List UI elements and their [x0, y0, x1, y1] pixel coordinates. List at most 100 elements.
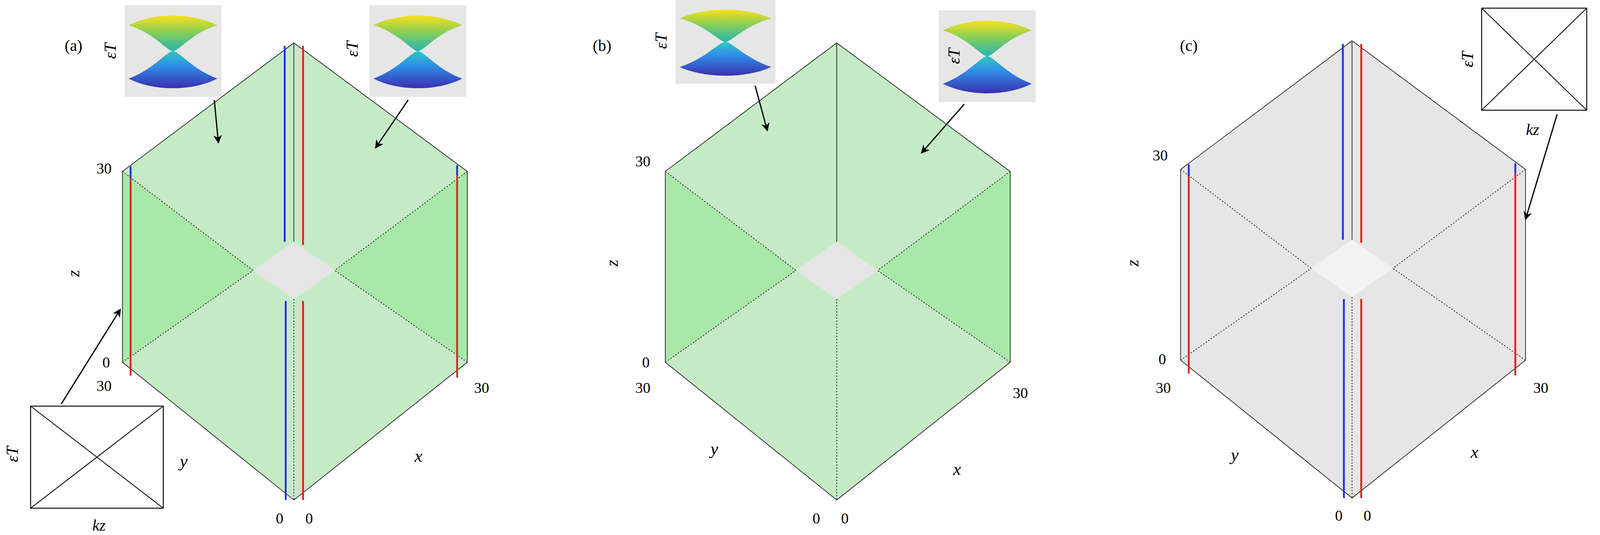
- edge-state-line: [1514, 173, 1517, 376]
- upper-band: [373, 15, 463, 51]
- hidden-edge: [122, 171, 254, 271]
- hidden-edge: [1180, 169, 1312, 269]
- edge-state-line: [129, 166, 132, 179]
- cube-edge: [665, 362, 838, 500]
- band-inset: [938, 10, 1037, 103]
- cube-edge: [665, 171, 666, 363]
- hidden-edge: [1180, 268, 1312, 361]
- cube: [122, 42, 468, 500]
- cube-edge: [1180, 360, 1353, 498]
- axis-label: x: [1470, 443, 1479, 461]
- cube-edge: [836, 362, 1011, 500]
- leader-arrow: [1525, 114, 1558, 220]
- edge-state-line: [283, 45, 286, 242]
- cube-face: [1352, 268, 1526, 498]
- edge-state-line: [302, 45, 305, 245]
- edge-state-line: [1187, 176, 1190, 374]
- cube-edge: [293, 42, 295, 242]
- crossing-inset: [1481, 8, 1587, 111]
- cube-face: [253, 241, 335, 300]
- cube-edge: [1180, 40, 1353, 170]
- leader-arrow: [214, 99, 219, 143]
- tick-label: 0: [1158, 351, 1167, 367]
- hidden-edge: [1393, 268, 1526, 361]
- axis-label: εT: [652, 33, 670, 49]
- cube-face: [293, 270, 468, 500]
- tick-label: 30: [96, 160, 112, 176]
- upper-band: [679, 9, 772, 42]
- cube-edge: [836, 42, 838, 242]
- dispersion-line: [1481, 8, 1587, 111]
- axis-label: y: [1230, 446, 1239, 464]
- leader-arrow: [921, 103, 965, 153]
- hidden-edge: [877, 171, 1011, 271]
- cube-edge: [1525, 169, 1526, 361]
- hidden-edge: [334, 270, 468, 363]
- tick-label: 0: [641, 354, 650, 370]
- edge-state-line: [284, 300, 287, 500]
- edge-state-line: [302, 300, 305, 500]
- leader-arrow: [375, 99, 408, 148]
- edge-state-line: [456, 175, 459, 378]
- cube-edge: [1352, 360, 1526, 498]
- axis-label: εT: [945, 48, 963, 65]
- inset-frame: [1481, 8, 1587, 111]
- tick-label: 30: [1533, 380, 1549, 396]
- inset-frame: [30, 405, 164, 508]
- edge-state-line: [1187, 164, 1190, 177]
- axis-label: εT: [1459, 51, 1476, 68]
- edge-state-line: [1342, 43, 1345, 240]
- axis-label: x: [414, 447, 423, 465]
- axis-label: y: [179, 452, 188, 471]
- lower-band: [373, 50, 463, 88]
- edge-state-line: [456, 165, 459, 176]
- dispersion-line: [1481, 8, 1587, 111]
- edge-state-line: [1342, 298, 1345, 498]
- hidden-edge: [1393, 169, 1526, 269]
- edge-state-line: [1360, 43, 1363, 243]
- tick-label: 30: [474, 380, 490, 396]
- tick-label: 0: [102, 354, 110, 370]
- leader-arrow: [61, 309, 121, 404]
- edge-state-line: [1514, 163, 1517, 174]
- axis-label: kz: [92, 517, 106, 534]
- axis-label: εT: [101, 42, 119, 59]
- tick-label: 30: [1155, 380, 1171, 396]
- tick-label: (a): [64, 37, 82, 54]
- axis-label: kz: [1525, 121, 1540, 138]
- tick-label: 30: [635, 153, 651, 169]
- axis-label: x: [953, 460, 962, 479]
- upper-band: [128, 15, 218, 51]
- axis-label: εT: [343, 40, 361, 57]
- cube-edge: [466, 171, 468, 363]
- axis-label: y: [710, 440, 719, 458]
- cube-edge: [293, 362, 468, 500]
- cube: [665, 42, 1011, 500]
- tick-label: 0: [305, 510, 313, 526]
- cube-face: [665, 270, 838, 500]
- edge-state-line: [129, 178, 132, 376]
- hidden-edge: [293, 298, 295, 500]
- hidden-edge: [334, 171, 468, 271]
- hidden-edge: [122, 270, 254, 363]
- inset-background: [369, 5, 467, 98]
- leader-arrow: [755, 85, 768, 131]
- crossing-inset: [30, 405, 164, 508]
- lower-band: [679, 41, 772, 76]
- lower-band: [128, 50, 218, 88]
- cube-edge: [1180, 169, 1181, 361]
- tick-label: 0: [812, 510, 821, 526]
- dispersion-line: [30, 405, 164, 508]
- tick-label: 0: [1334, 507, 1343, 523]
- hidden-edge: [836, 298, 838, 500]
- axis-label: z: [603, 259, 621, 267]
- inset-background: [675, 0, 776, 84]
- inset-background: [938, 10, 1037, 103]
- cube: [1180, 40, 1526, 498]
- hidden-edge: [665, 270, 797, 363]
- hidden-edge: [1351, 296, 1353, 498]
- axis-label: z: [1123, 259, 1142, 267]
- tick-label: 30: [1012, 385, 1029, 401]
